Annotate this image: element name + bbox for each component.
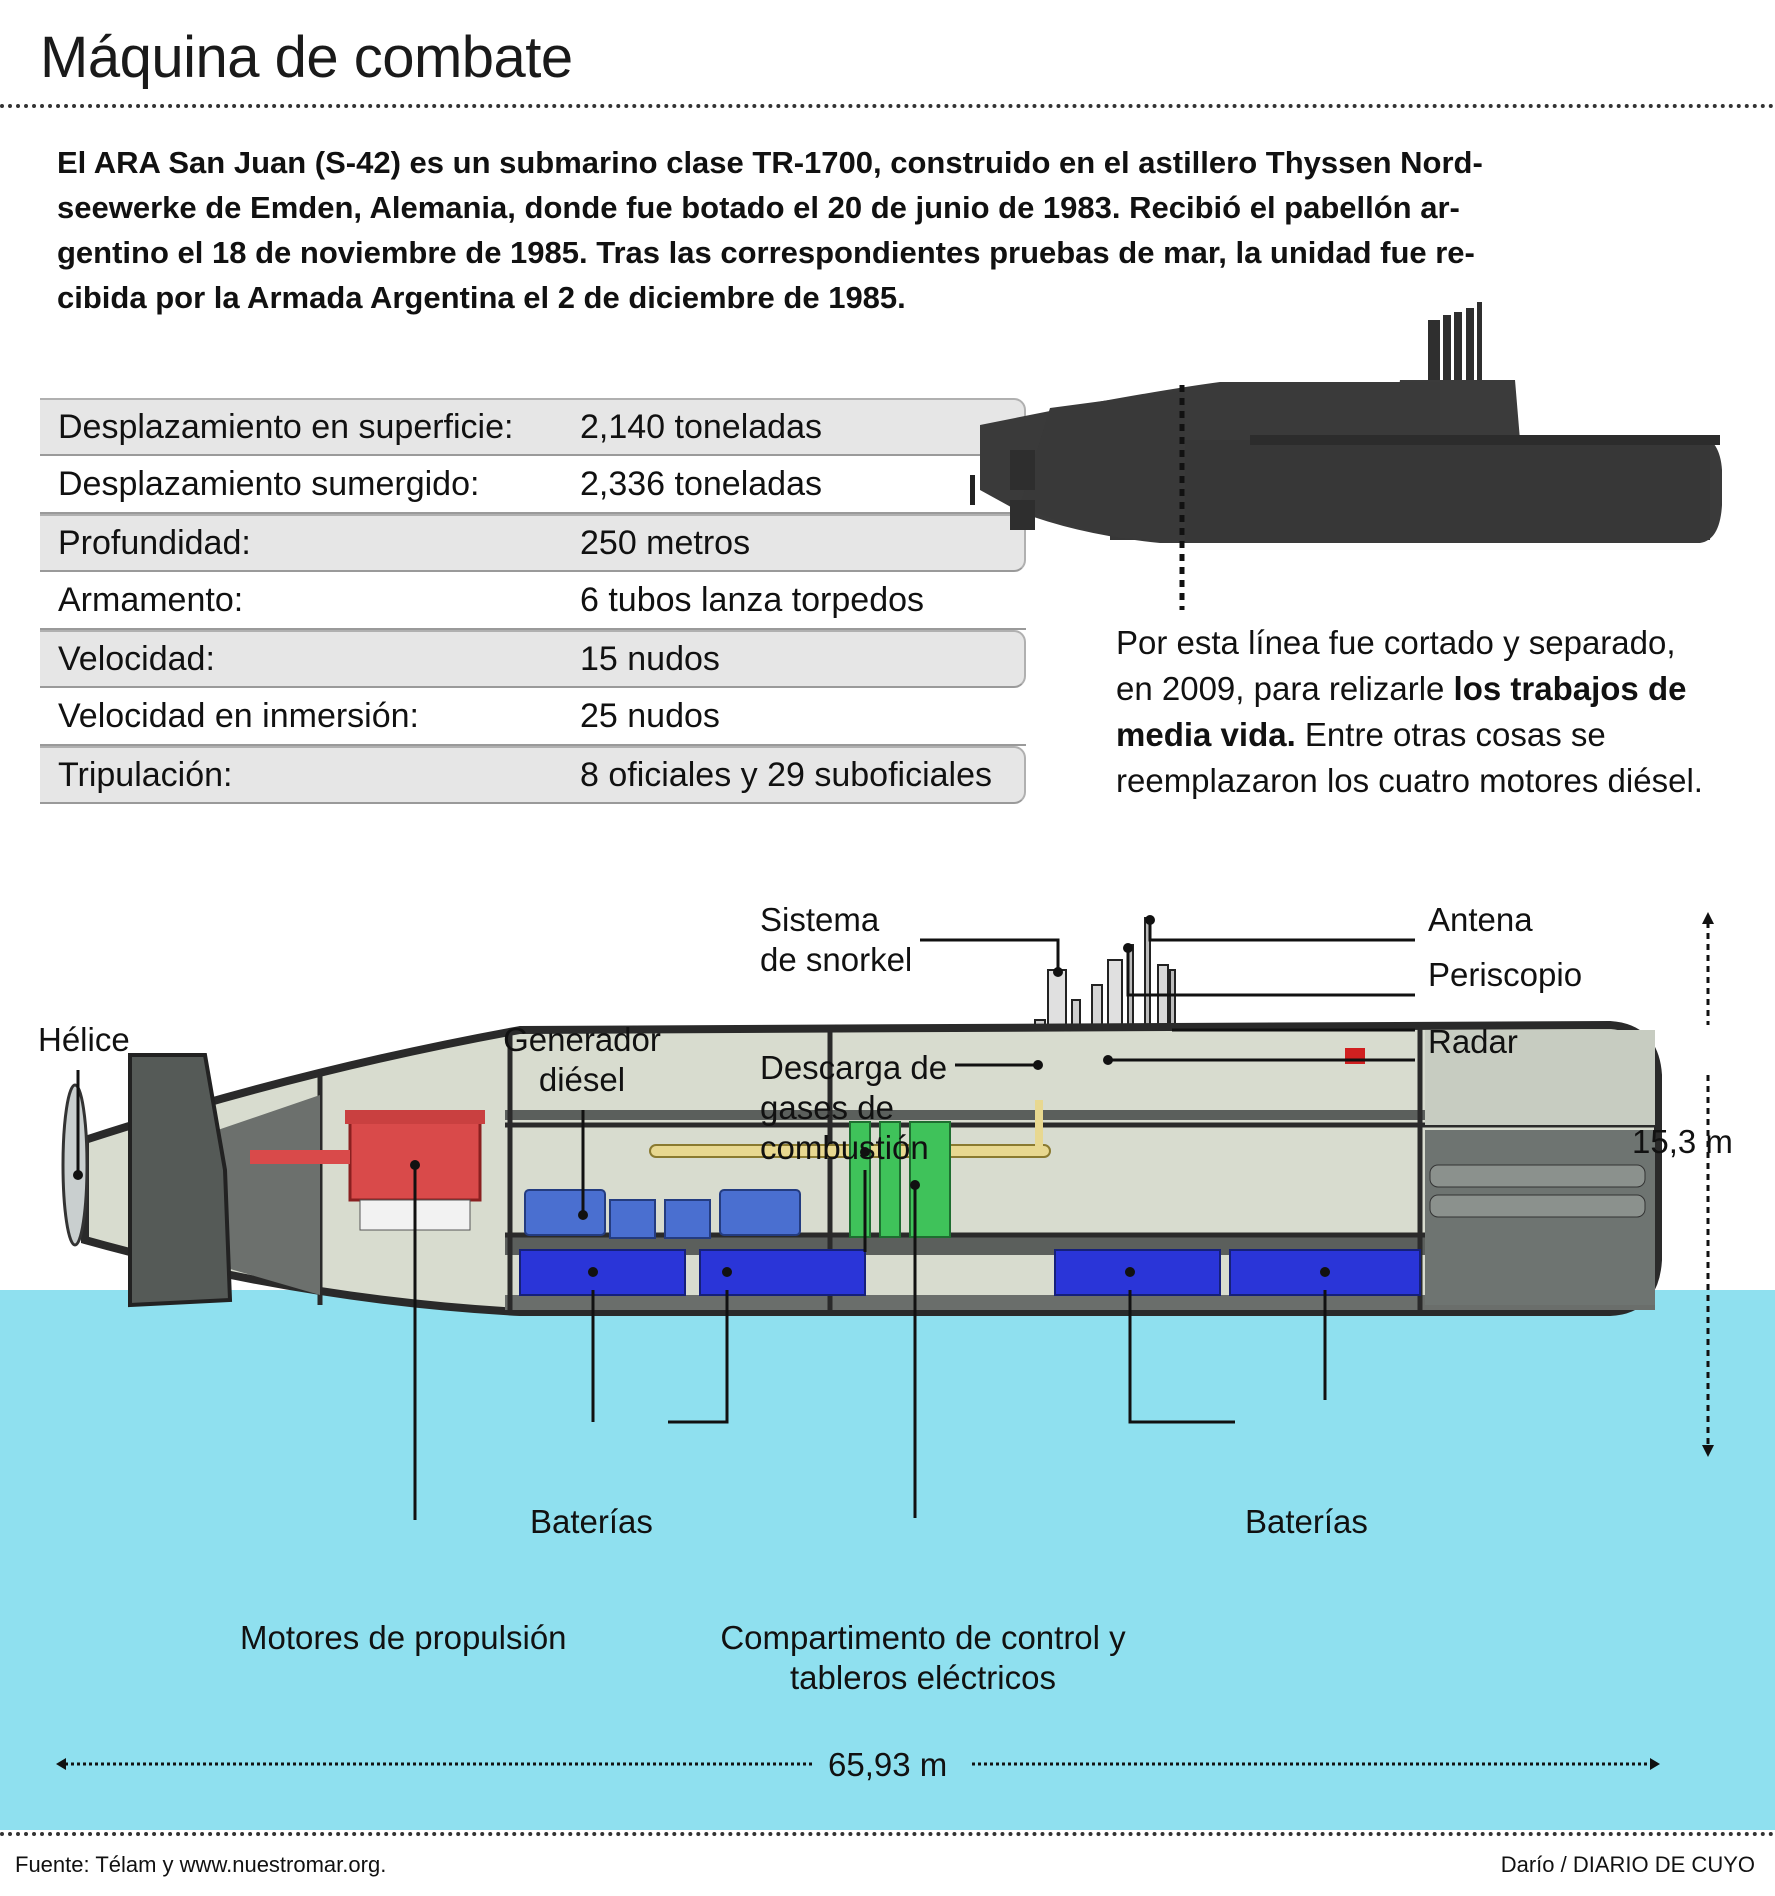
- arrow-up-icon: [1702, 912, 1714, 924]
- diesel-generators: [524, 1189, 801, 1239]
- label-line: Sistema: [760, 901, 880, 938]
- label-baterias-left: Baterías: [530, 1503, 653, 1540]
- label-line: diésel: [538, 1061, 626, 1098]
- label-baterias-right: Baterías: [1245, 1503, 1368, 1540]
- spec-row: Desplazamiento en superficie: 2,140 tonel…: [40, 398, 1026, 456]
- spec-label: Desplazamiento en superficie:: [58, 407, 514, 446]
- page-title: Máquina de combate: [40, 25, 573, 90]
- spec-value: 2,336 toneladas: [580, 464, 822, 503]
- label-snorkel: Sistema de snorkel: [760, 900, 912, 980]
- tail-fin-upper: [1010, 450, 1035, 490]
- spec-label: Velocidad en inmersión:: [58, 696, 420, 735]
- arrow-right-icon: [1650, 1758, 1660, 1770]
- arrow-left-icon: [56, 1758, 66, 1770]
- author-credit: Darío / DIARIO DE CUYO: [1500, 1852, 1755, 1877]
- leader-lines: [76, 920, 1415, 1520]
- label-line: Compartimento de control y: [720, 1619, 1126, 1656]
- label-compartimento: Compartimento de control y tableros eléc…: [718, 1618, 1128, 1698]
- spec-label: Armamento:: [58, 580, 244, 619]
- masts: [1428, 302, 1482, 380]
- spec-value: 25 nudos: [580, 696, 720, 735]
- intro-line: seewerke de Emden, Alemania, donde fue b…: [57, 190, 1460, 225]
- label-helice: Hélice: [38, 1021, 130, 1058]
- label-line: gases de: [760, 1089, 894, 1126]
- intro-paragraph: El ARA San Juan (S-42) es un submarino c…: [57, 140, 1697, 320]
- label-line: combustión: [760, 1129, 929, 1166]
- spec-label: Desplazamiento sumergido:: [58, 464, 480, 503]
- spec-row: Desplazamiento sumergido: 2,336 toneladas: [40, 456, 1026, 514]
- spec-row: Armamento: 6 tubos lanza torpedos: [40, 572, 1026, 630]
- header-divider: [0, 104, 1775, 108]
- spec-value: 15 nudos: [580, 639, 720, 678]
- label-line: de snorkel: [760, 941, 913, 978]
- footer-divider: [0, 1832, 1775, 1836]
- intro-line: gentino el 18 de noviembre de 1985. Tras…: [57, 235, 1475, 270]
- water-background: [0, 1290, 1775, 1830]
- spec-row: Profundidad: 250 metros: [40, 514, 1026, 572]
- note-line: reemplazaron los cuatro motores diésel.: [1116, 762, 1703, 799]
- note-bold: media vida.: [1116, 716, 1296, 753]
- rudder-fin: [128, 1053, 233, 1308]
- label-line: Generador: [503, 1021, 661, 1058]
- note-text: en 2009, para relizarle: [1116, 670, 1454, 707]
- spec-row: Velocidad: 15 nudos: [40, 630, 1026, 688]
- note-text: Entre otras cosas se: [1295, 716, 1606, 753]
- spec-label: Profundidad:: [58, 523, 251, 562]
- length-value: 65,93 m: [828, 1746, 948, 1783]
- label-line: tableros eléctricos: [790, 1659, 1056, 1696]
- label-line: Descarga de: [760, 1049, 948, 1086]
- label-radar: Radar: [1428, 1023, 1518, 1060]
- spec-value: 8 oficiales y 29 suboficiales: [580, 755, 993, 794]
- spec-value: 250 metros: [580, 523, 751, 562]
- note-line: Por esta línea fue cortado y separado,: [1116, 624, 1676, 661]
- submarine-cutaway-diagram: [56, 912, 1714, 1770]
- note-line: en 2009, para relizarle los trabajos de: [1116, 666, 1736, 712]
- note-bold: los trabajos de: [1453, 670, 1687, 707]
- spec-row: Tripulación: 8 oficiales y 29 suboficiale…: [40, 746, 1026, 804]
- spec-row: Velocidad en inmersión: 25 nudos: [40, 688, 1026, 746]
- spec-value: 6 tubos lanza torpedos: [580, 580, 925, 619]
- intro-line: cibida por la Armada Argentina el 2 de d…: [57, 280, 906, 315]
- source-credit: Fuente: Télam y www.nuestromar.org.: [15, 1852, 387, 1877]
- label-generador: Generador diésel: [502, 1020, 662, 1100]
- spec-value: 2,140 toneladas: [580, 407, 822, 446]
- note-line: media vida. Entre otras cosas se: [1116, 712, 1736, 758]
- label-periscopio: Periscopio: [1428, 956, 1583, 993]
- spec-label: Velocidad:: [58, 639, 215, 678]
- submarine-exterior-illustration: [970, 302, 1722, 610]
- intro-line: El ARA San Juan (S-42) es un submarino c…: [57, 145, 1483, 180]
- label-motores: Motores de propulsión: [240, 1619, 567, 1656]
- label-descarga: Descarga de gases de combustión: [760, 1048, 947, 1168]
- cutaway-propeller: [61, 1083, 89, 1247]
- cut-note: Por esta línea fue cortado y separado, e…: [1116, 620, 1736, 804]
- tail-fin-lower: [1010, 500, 1035, 530]
- spec-label: Tripulación:: [58, 755, 233, 794]
- specs-table: Desplazamiento en superficie: 2,140 tonel…: [40, 398, 1026, 804]
- label-antena: Antena: [1428, 901, 1533, 938]
- leader-dots: [73, 915, 1330, 1277]
- arrow-down-icon: [1702, 1445, 1714, 1457]
- height-value: 15,3 m: [1632, 1123, 1733, 1160]
- propeller: [970, 475, 975, 505]
